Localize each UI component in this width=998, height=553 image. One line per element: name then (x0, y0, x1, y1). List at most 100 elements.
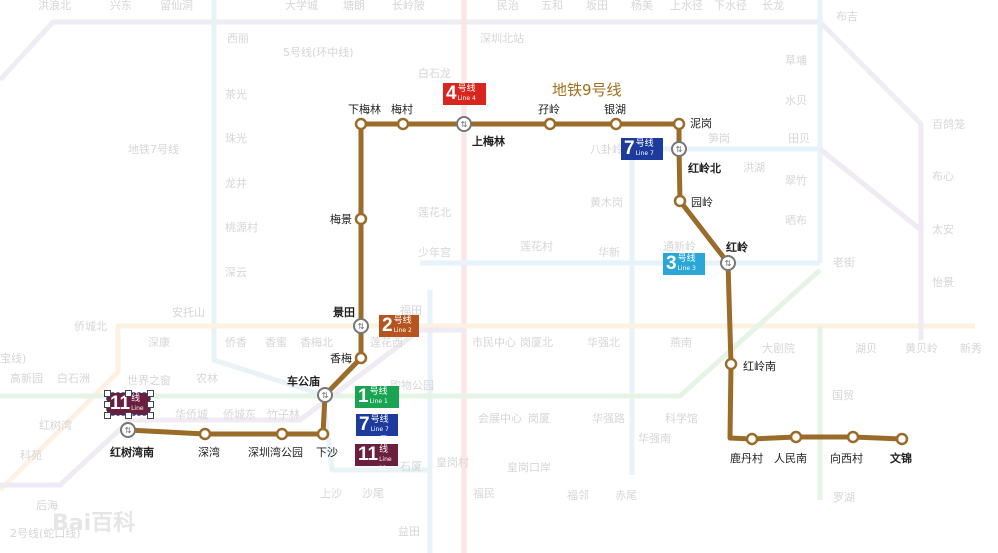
background-station-label: 会展中心 (478, 412, 522, 425)
selection-handle[interactable] (104, 401, 111, 408)
background-station-label: 笋岗 (708, 131, 730, 145)
background-station-label: 大剧院 (762, 341, 795, 355)
background-station-label: 太安 (932, 222, 954, 236)
selection-handle[interactable] (104, 390, 111, 397)
station-园岭[interactable]: 园岭 (673, 194, 713, 209)
station-深圳湾公园[interactable]: 深圳湾公园 (248, 427, 303, 459)
station-红岭[interactable]: ⇅红岭 (720, 240, 748, 271)
station-红树湾南[interactable]: ⇅红树湾南 (110, 422, 154, 459)
station-dot (609, 117, 623, 131)
station-泥岗[interactable]: 泥岗 (672, 117, 712, 131)
background-station-label: 世界之窗 (127, 373, 171, 387)
background-station-label: 莲花村 (520, 239, 553, 253)
station-dot (543, 117, 557, 131)
background-station-label: 白石龙 (418, 66, 451, 80)
selection-handle[interactable] (104, 412, 111, 419)
baidu-watermark: Bai百科 (52, 511, 136, 536)
station-上梅林[interactable]: ⇅上梅林 (456, 116, 505, 148)
background-station-label: 龙井 (225, 176, 247, 190)
station-label: 银湖 (604, 102, 626, 116)
selection-handle[interactable] (147, 401, 154, 408)
station-dot (275, 427, 289, 441)
station-向西村[interactable]: 向西村 (830, 430, 863, 465)
background-station-label: 布心 (932, 170, 954, 183)
station-人民南[interactable]: 人民南 (774, 430, 807, 465)
badge-cn: 号线 (131, 385, 141, 404)
transfer-arrows-icon: ⇅ (676, 145, 683, 154)
station-文锦[interactable]: 文锦 (890, 432, 912, 465)
station-深湾[interactable]: 深湾 (198, 427, 220, 459)
station-label: 泥岗 (690, 117, 712, 130)
line-7-east-track (629, 146, 820, 475)
background-station-label: 深康 (148, 335, 170, 349)
badge-number: 4 (446, 83, 457, 104)
station-label: 景田 (332, 306, 355, 319)
background-station-label: 国贸 (832, 389, 854, 402)
background-station-label: 新秀 (960, 341, 982, 355)
background-station-label: 皇岗村 (436, 455, 469, 469)
station-label: 梅村 (391, 102, 413, 116)
badge-en: Line 7 (635, 150, 654, 157)
background-station-label: 上沙 (320, 487, 342, 500)
badge-en: Line 7 (370, 426, 389, 433)
badge-number: 7 (624, 138, 635, 159)
transfer-icon (671, 141, 687, 157)
selection-handle[interactable] (125, 412, 132, 419)
station-梅村[interactable]: 梅村 (391, 102, 413, 131)
background-station-label: 福民 (473, 486, 495, 500)
badge-en: Line 11 (379, 456, 392, 472)
background-station-label: 桃源村 (225, 220, 258, 234)
selection-handle[interactable] (125, 390, 132, 397)
station-下沙[interactable]: 下沙 (316, 427, 338, 459)
background-station-label: 洪湖 (743, 160, 765, 174)
station-label: 梅景 (330, 212, 352, 226)
line-11-track (0, 327, 464, 488)
background-station-label: 福邻 (567, 488, 589, 502)
background-station-label: 香梅北 (300, 335, 333, 349)
background-station-label: 塘朗 (343, 0, 365, 12)
background-station-label: 竹子林 (267, 407, 300, 421)
background-station-label: 侨城北 (74, 320, 107, 333)
station-景田[interactable]: ⇅景田 (332, 306, 369, 334)
background-station-label: 华侨城 (175, 407, 208, 421)
transfer-arrows-icon: ⇅ (461, 120, 468, 129)
background-station-label: 罗湖 (833, 491, 855, 504)
station-label: 向西村 (830, 451, 863, 465)
background-station-label: 深云 (225, 266, 247, 279)
background-station-label: 5号线(环中线) (283, 45, 354, 59)
station-label: 红岭南 (743, 359, 776, 373)
station-孖岭[interactable]: 孖岭 (538, 102, 560, 131)
station-label: 深湾 (198, 445, 220, 459)
station-梅景[interactable]: 梅景 (330, 212, 368, 226)
background-station-label: 红树湾 (39, 418, 72, 432)
background-station-label: 华新 (598, 245, 620, 259)
background-station-label: 莲花北 (418, 206, 451, 219)
station-银湖[interactable]: 银湖 (604, 102, 626, 131)
station-label: 园岭 (691, 195, 713, 209)
station-dot (354, 117, 368, 131)
selection-handle[interactable] (147, 390, 154, 397)
station-车公庙[interactable]: ⇅车公庙 (287, 374, 333, 403)
background-station-label: 茶光 (225, 87, 247, 101)
transfer-arrows-icon: ⇅ (322, 391, 329, 400)
station-dot (745, 432, 759, 446)
background-station-label: 赤尾 (615, 489, 637, 502)
station-下梅林[interactable]: 下梅林 (348, 102, 381, 131)
station-香梅[interactable]: 香梅 (330, 351, 368, 365)
background-station-label: 华强南 (638, 431, 671, 445)
station-dot (316, 427, 330, 441)
background-station-label: 岗厦北 (520, 336, 553, 349)
background-station-label: 香蜜 (265, 335, 287, 349)
station-红岭南[interactable]: 红岭南 (724, 357, 776, 373)
station-红岭北[interactable]: ⇅红岭北 (671, 141, 721, 175)
station-鹿丹村[interactable]: 鹿丹村 (730, 432, 763, 465)
selection-handle[interactable] (147, 412, 154, 419)
